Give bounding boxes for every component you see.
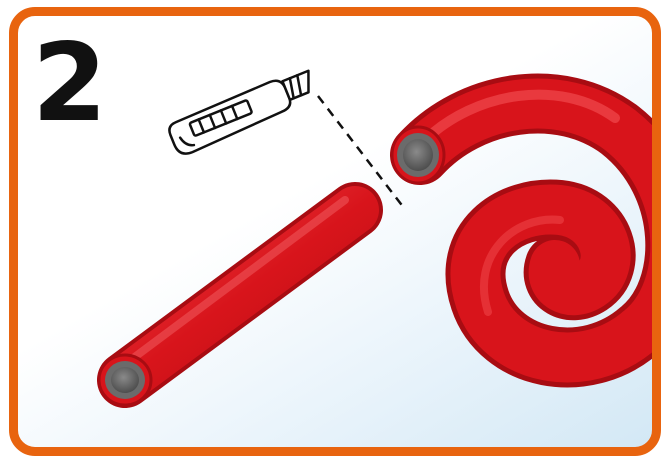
coiled-hose [420,95,670,358]
cut-hose-piece [99,200,355,405]
coiled-hose-end [392,127,444,183]
utility-knife-icon [166,67,320,157]
